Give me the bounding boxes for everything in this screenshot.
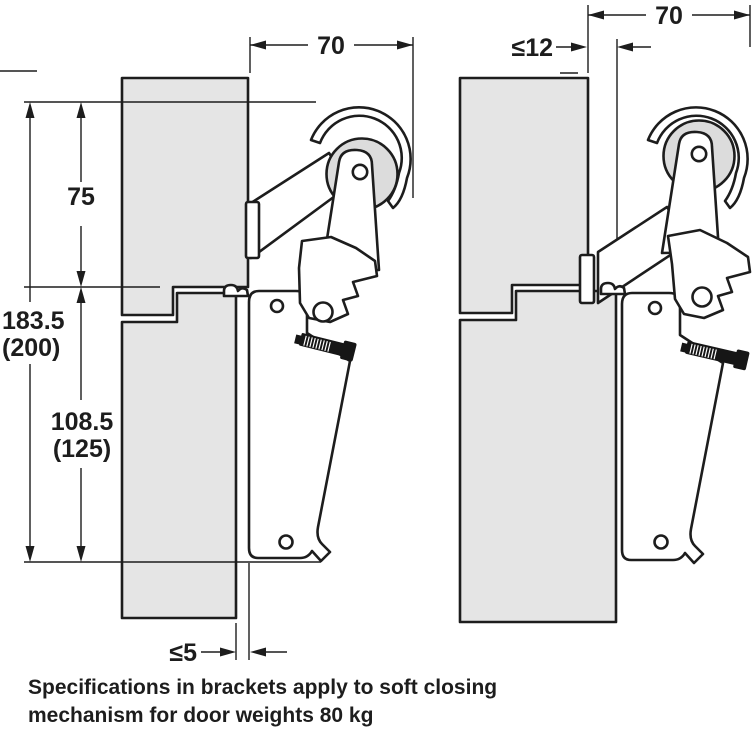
latch [297, 235, 379, 324]
arrowhead-right-icon [397, 40, 413, 50]
left-view: 70 183.5 (200) 75 108.5 (125) ≤5 [0, 32, 414, 667]
dim-70-label: 70 [317, 32, 345, 60]
spring-hatch [689, 343, 717, 360]
arrowhead-right-icon [734, 10, 750, 20]
arrowhead-left-icon [250, 40, 266, 50]
pivot-screw [691, 286, 713, 308]
roller-axle [690, 145, 708, 163]
screw-shaft [685, 341, 744, 367]
screw-hole [269, 298, 285, 314]
left-fitting [222, 106, 412, 563]
upper-panel [120, 76, 250, 317]
dim-75-label: 75 [67, 183, 95, 211]
pivot-screw [312, 301, 334, 323]
lower-panel [120, 291, 238, 620]
screw-head [340, 340, 357, 362]
dim-gap12-label: ≤12 [511, 34, 553, 62]
dim-200-label: (200) [2, 334, 60, 362]
dim-183-label: 183.5 [2, 307, 65, 335]
retainer-tab [599, 281, 627, 296]
left-dimensions: 70 183.5 (200) 75 108.5 (125) ≤5 [0, 32, 414, 667]
dim-gap5-label: ≤5 [169, 639, 197, 667]
latch [666, 228, 752, 320]
right-view: 70 ≤12 [458, 2, 752, 624]
mounting-plate [620, 291, 725, 565]
arrowhead-down-icon [76, 546, 86, 562]
damper-hole [278, 534, 294, 550]
caption-line2: mechanism for door weights 80 kg [28, 704, 374, 727]
arrowhead-up-icon [76, 287, 86, 303]
caption-line1: Specifications in brackets apply to soft… [28, 676, 498, 699]
arrowhead-up-icon [76, 102, 86, 118]
track-profile [309, 106, 412, 210]
damper-hole [653, 534, 669, 550]
dim-125-label: (125) [53, 435, 111, 463]
roller-axle [351, 163, 369, 181]
right-fitting [578, 106, 752, 565]
lower-panel [458, 289, 618, 624]
arrowhead-down-icon [25, 546, 35, 562]
arm-end-cap [578, 253, 596, 305]
arrowhead-up-icon [25, 102, 35, 118]
dim-70-label: 70 [655, 2, 683, 30]
spring-hatch [303, 335, 331, 352]
mounting-plate [247, 289, 352, 563]
caption: Specifications in brackets apply to soft… [28, 674, 728, 730]
arrowhead-down-icon [76, 271, 86, 287]
adjustment-screw [294, 333, 357, 362]
adjustment-screw [680, 341, 750, 371]
dim-108-label: 108.5 [51, 408, 114, 436]
upper-panel [458, 76, 590, 315]
arrowhead-left-icon [588, 10, 604, 20]
retainer-tab [222, 283, 250, 298]
roller-lever [660, 130, 721, 255]
arrowhead-right-icon [571, 42, 587, 52]
track-profile [646, 106, 749, 210]
arm-end-cap [244, 200, 261, 260]
arrowhead-left-icon [250, 647, 266, 657]
arrowhead-left-icon [617, 42, 633, 52]
screw-hole [647, 300, 663, 316]
screw-head [733, 349, 750, 371]
arrowhead-right-icon [220, 647, 236, 657]
